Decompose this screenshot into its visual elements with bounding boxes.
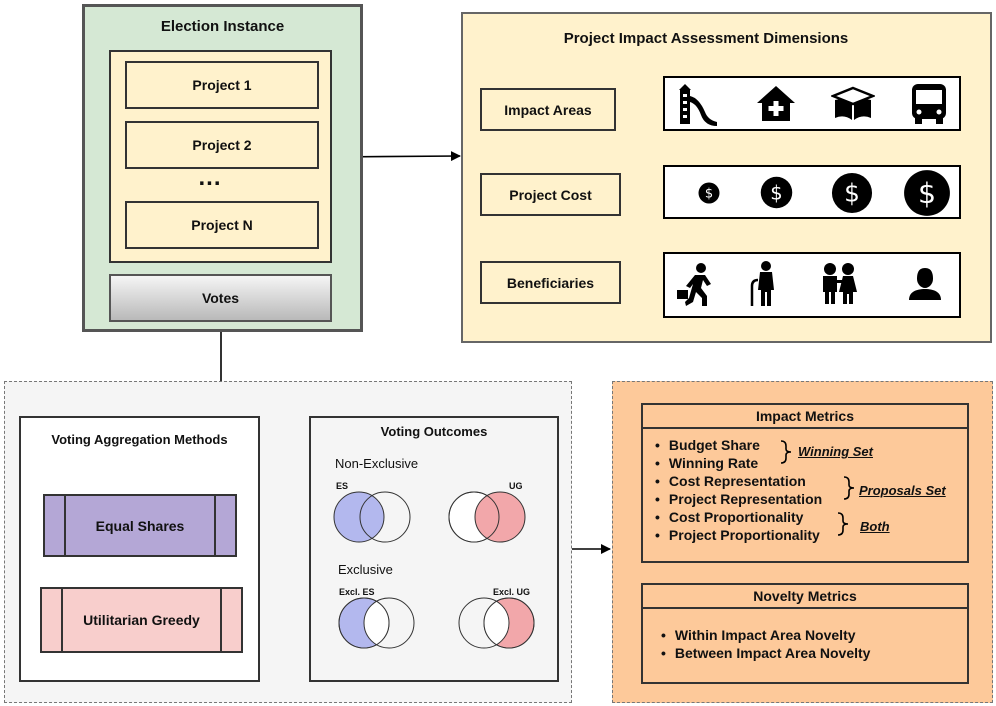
dollar-coin-large-icon: $ (831, 172, 873, 214)
equal-shares-label: Equal Shares (95, 517, 185, 534)
children-icon (823, 263, 857, 304)
svg-text:$: $ (770, 181, 782, 204)
venn-excl-ug-label: Excl. UG (493, 587, 531, 597)
beneficiaries-label: Beneficiaries (480, 261, 621, 304)
project-n-box: Project N (125, 201, 319, 249)
equal-shares-method: Equal Shares (43, 494, 237, 557)
venn-es-other-set (359, 491, 411, 543)
projects-ellipsis: ... (198, 164, 222, 191)
svg-text:$: $ (705, 187, 713, 202)
metric-cost-representation: Cost Representation (655, 473, 806, 489)
dollar-coin-small-icon: $ (698, 182, 720, 204)
project-1-box: Project 1 (125, 61, 319, 109)
proposals-set-tag: Proposals Set (859, 483, 946, 498)
project-cost-icon-row: $ $ $ $ (663, 165, 961, 219)
open-book-icon (831, 86, 875, 120)
impact-areas-label: Impact Areas (480, 88, 616, 131)
project-2-box: Project 2 (125, 121, 319, 169)
dollar-coin-medium-icon: $ (760, 176, 793, 209)
metric-budget-share: Budget Share (655, 437, 760, 453)
bus-icon (912, 84, 946, 124)
venn-ug-set (474, 491, 526, 543)
svg-text:$: $ (844, 179, 860, 208)
votes-box: Votes (109, 274, 332, 322)
novelty-metrics-title: Novelty Metrics (643, 585, 967, 609)
both-tag: Both (860, 519, 890, 534)
utilitarian-greedy-label: Utilitarian Greedy (83, 612, 200, 628)
winning-set-tag: Winning Set (798, 444, 873, 459)
metric-winning-rate: Winning Rate (655, 455, 758, 471)
metric-within-area-novelty: Within Impact Area Novelty (661, 627, 856, 643)
playground-slide-icon (679, 84, 717, 126)
venn-es-set (333, 491, 385, 543)
venn-ug-label: UG (509, 481, 523, 491)
metric-project-proportionality: Project Proportionality (655, 527, 820, 543)
medical-house-icon (757, 86, 795, 121)
non-exclusive-label: Non-Exclusive (335, 456, 419, 471)
metric-cost-proportionality: Cost Proportionality (655, 509, 804, 525)
voting-outcomes-title: Voting Outcomes (380, 424, 488, 439)
aggregation-methods-title: Voting Aggregation Methods (51, 432, 228, 447)
commuter-running-icon (677, 263, 711, 306)
metric-between-area-novelty: Between Impact Area Novelty (661, 645, 871, 661)
venn-excl-es-label: Excl. ES (339, 587, 375, 597)
venn-es-label: ES (336, 481, 349, 491)
election-instance-title: Election Instance (160, 18, 285, 35)
impact-assessment-title: Project Impact Assessment Dimensions (563, 30, 849, 47)
dollar-coin-xlarge-icon: $ (904, 170, 950, 216)
impact-areas-icon-row (663, 76, 961, 131)
project-cost-label: Project Cost (480, 173, 621, 216)
elderly-person-icon (750, 261, 774, 306)
venn-excl-ug-other-set (458, 597, 510, 649)
utilitarian-greedy-method: Utilitarian Greedy (40, 587, 243, 653)
person-icon (909, 268, 941, 300)
beneficiaries-icon-row (663, 252, 961, 318)
metric-project-representation: Project Representation (655, 491, 822, 507)
impact-metrics-title: Impact Metrics (643, 405, 967, 429)
svg-text:$: $ (918, 177, 936, 210)
venn-excl-es-other-set (363, 597, 415, 649)
exclusive-label: Exclusive (338, 562, 393, 577)
